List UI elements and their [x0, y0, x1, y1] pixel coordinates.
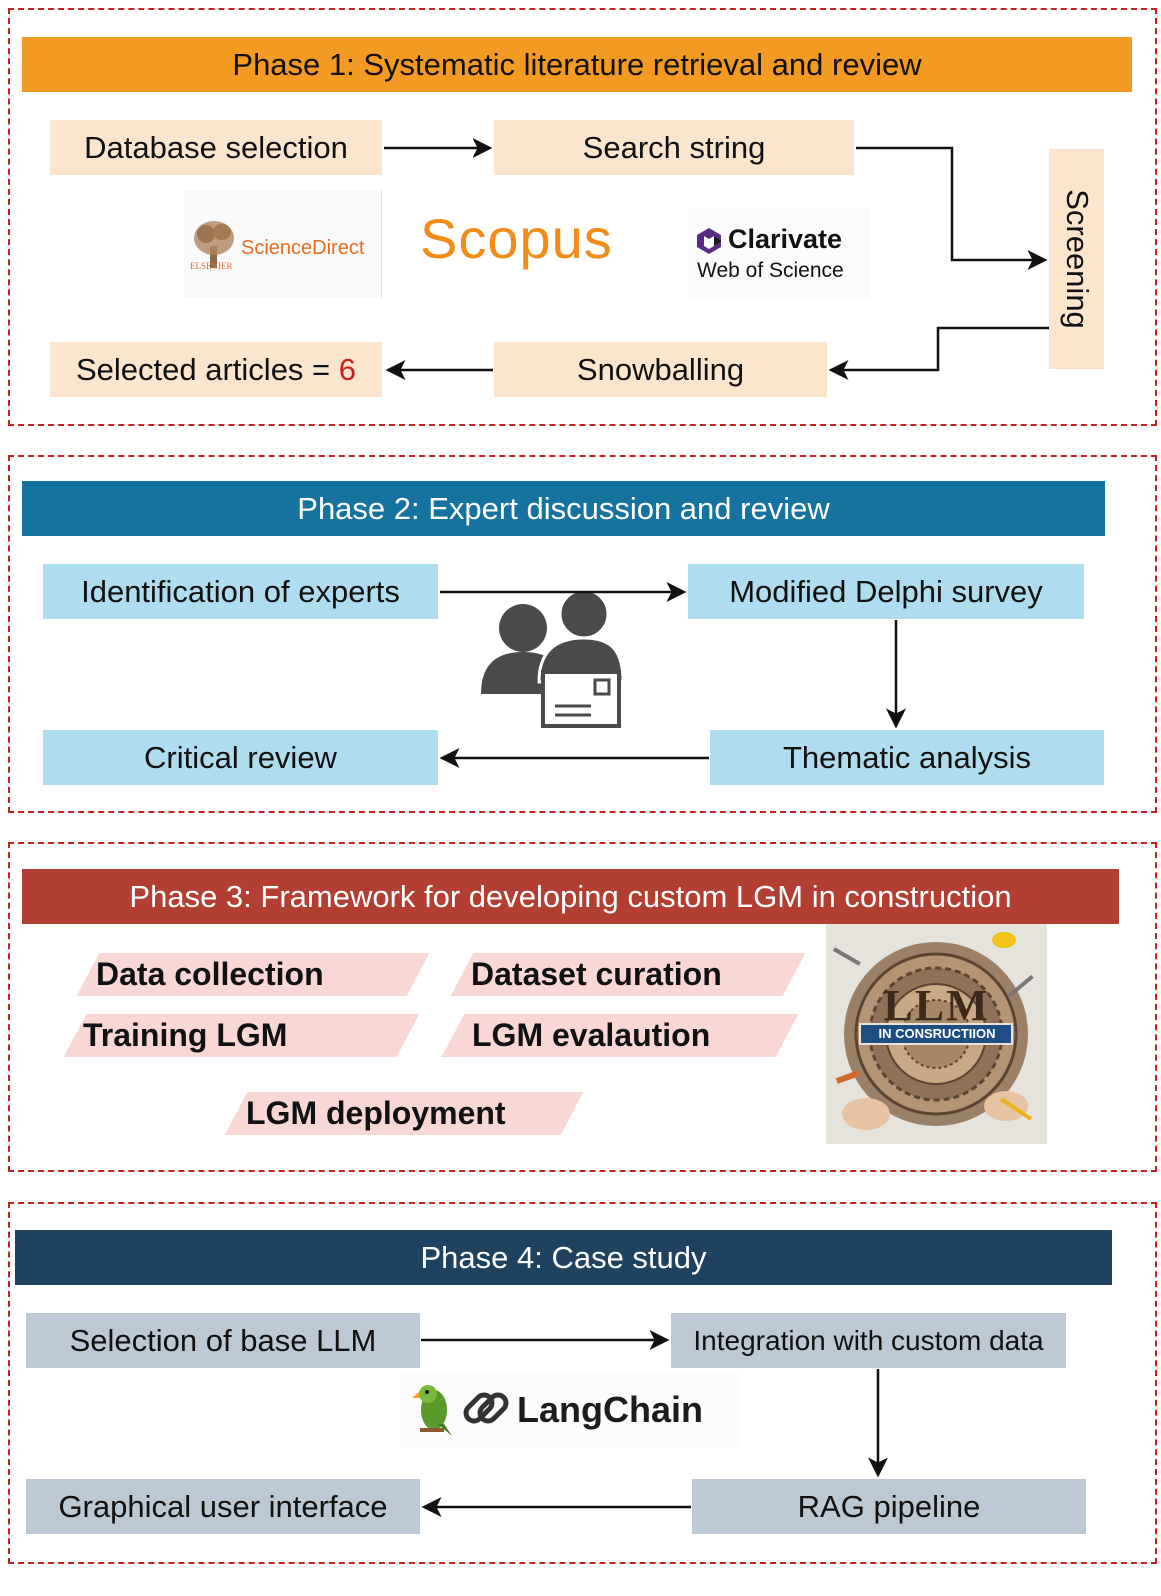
identification-box: Identification of experts: [43, 564, 438, 619]
search-string-box: Search string: [494, 120, 854, 175]
phase1-frame: [8, 8, 1157, 426]
experts-survey-icon: [481, 590, 625, 728]
integration-box: Integration with custom data: [671, 1313, 1066, 1368]
langchain-wordmark: LangChain: [517, 1389, 703, 1430]
data-collection-label: Data collection: [96, 956, 324, 992]
phase2-frame: [8, 455, 1157, 813]
elsevier-tree-icon: [194, 221, 234, 268]
elsevier-wordmark: ELSEVIER: [190, 261, 233, 271]
critical-box: Critical review: [43, 730, 438, 785]
clarivate-wordmark: Clarivate: [728, 224, 843, 254]
phase1-title: Phase 1: Systematic literature retrieval…: [22, 37, 1132, 92]
clarivate-logo: Clarivate Web of Science: [688, 208, 870, 300]
scopus-logo: Scopus: [420, 207, 613, 270]
screening-box: Screening: [1049, 149, 1104, 369]
llm-construction-image: LLM IN CONSRUCTIION: [826, 924, 1047, 1144]
base-llm-box: Selection of base LLM: [26, 1313, 420, 1368]
arrow-screening-to-snowballing: [828, 326, 1049, 380]
llm-image-banner-text: IN CONSRUCTIION: [878, 1026, 996, 1041]
clarivate-mark-icon: [697, 228, 721, 254]
chain-link-icon: [463, 1392, 509, 1424]
selected-articles-box: Selected articles = 6: [50, 342, 382, 397]
gui-box: Graphical user interface: [26, 1479, 420, 1534]
phase3-title: Phase 3: Framework for developing custom…: [22, 869, 1119, 924]
llm-image-big-text: LLM: [883, 981, 990, 1030]
sciencedirect-logo: ELSEVIER ScienceDirect: [184, 190, 382, 298]
phase4-frame: [8, 1202, 1157, 1564]
phase2-title: Phase 2: Expert discussion and review: [22, 481, 1105, 536]
thematic-box: Thematic analysis: [710, 730, 1104, 785]
web-of-science-wordmark: Web of Science: [697, 259, 844, 282]
llm-construction-art: [832, 932, 1034, 1130]
training-lgm-label: Training LGM: [83, 1017, 288, 1053]
langchain-logo: LangChain: [400, 1372, 740, 1448]
delphi-box: Modified Delphi survey: [688, 564, 1084, 619]
lgm-deployment-label: LGM deployment: [246, 1095, 506, 1131]
sciencedirect-wordmark: ScienceDirect: [241, 237, 365, 259]
arrow-search-to-screening: [856, 146, 1048, 270]
selected-articles-label: Selected articles =: [75, 351, 339, 387]
dataset-curation-label: Dataset curation: [471, 956, 722, 992]
parrot-icon: [412, 1385, 452, 1436]
snowballing-box: Snowballing: [494, 342, 827, 397]
rag-box: RAG pipeline: [692, 1479, 1086, 1534]
phase4-title: Phase 4: Case study: [15, 1230, 1112, 1285]
database-selection-box: Database selection: [50, 120, 382, 175]
lgm-evaluation-label: LGM evalaution: [472, 1017, 711, 1053]
phase3-frame: [8, 842, 1157, 1172]
selected-articles-count: 6: [338, 351, 357, 387]
